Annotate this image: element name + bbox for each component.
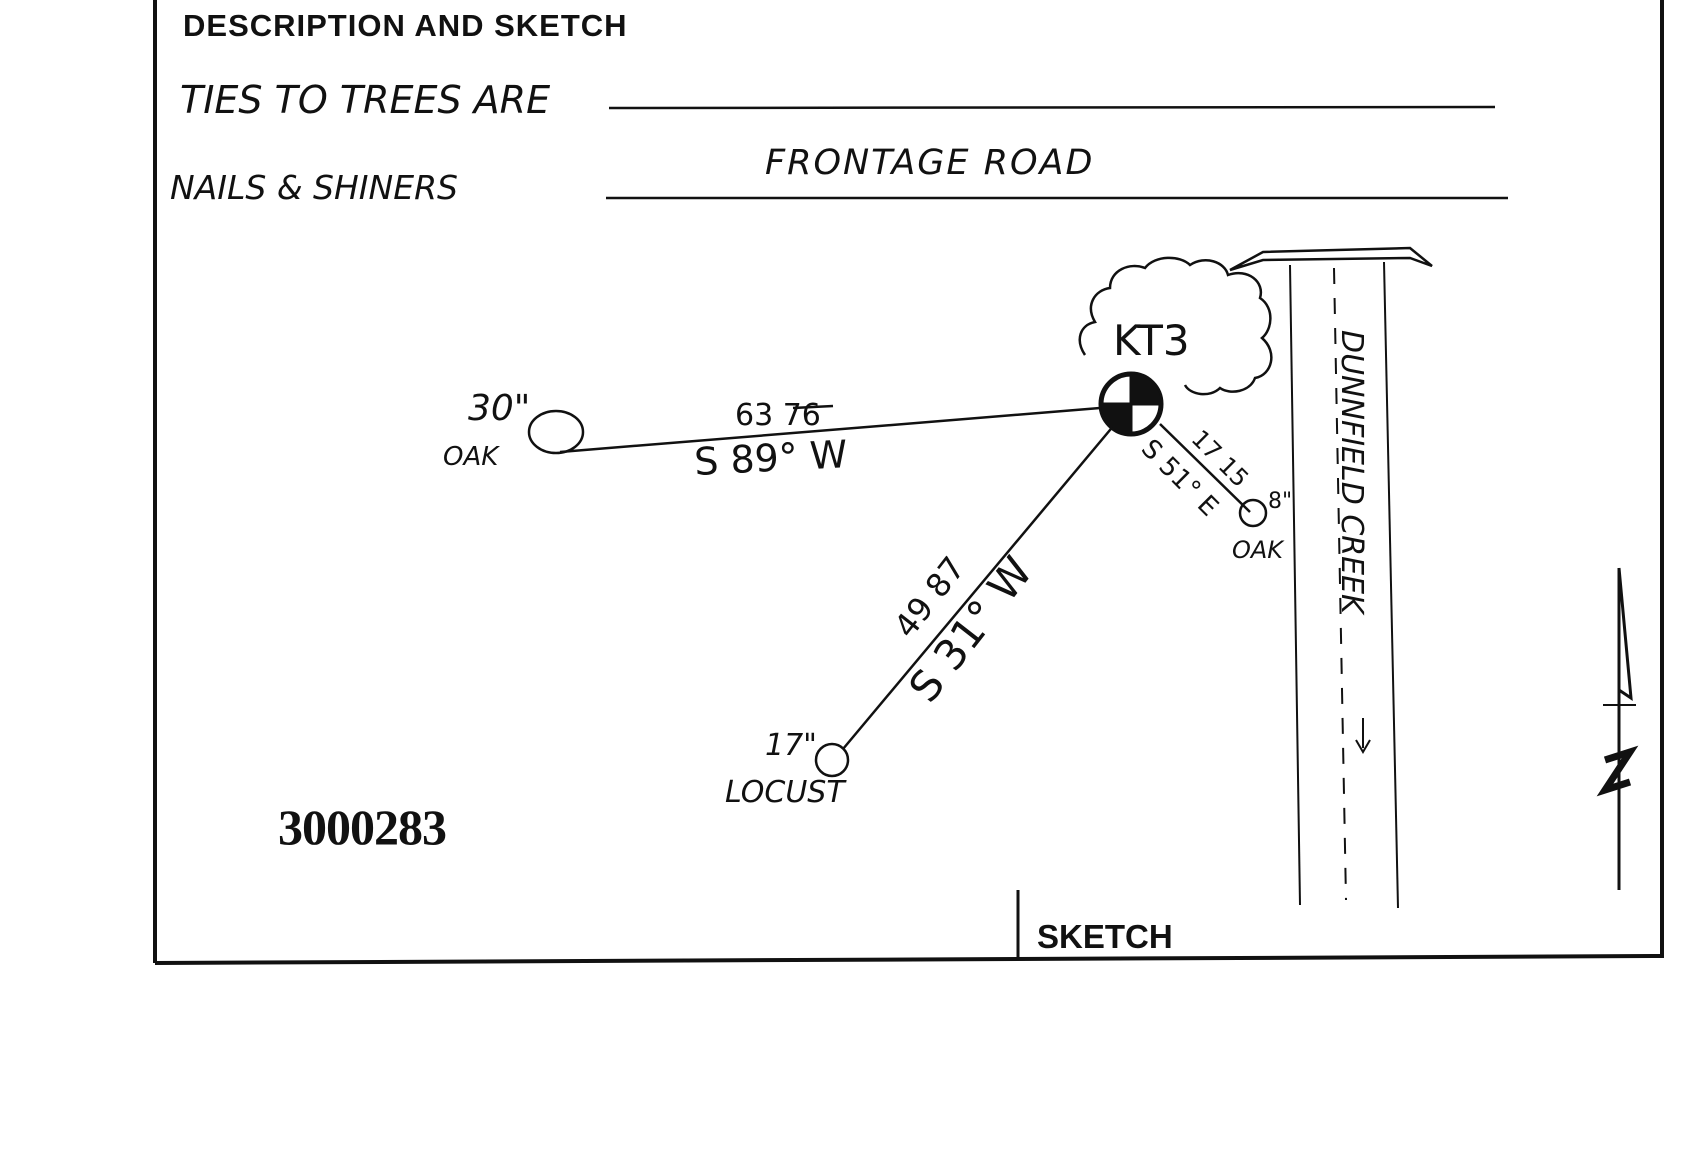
north-arrow-icon bbox=[1596, 567, 1639, 890]
fraction-bar-1 bbox=[792, 404, 834, 410]
tree-oak-west-marker bbox=[527, 409, 585, 455]
creek-bank-right bbox=[1383, 261, 1399, 909]
oak-west-size: 30" bbox=[468, 388, 530, 429]
form-border-bottom bbox=[154, 954, 1663, 965]
oak-east-size: 8" bbox=[1268, 489, 1292, 514]
sketch-section-label: SKETCH bbox=[1037, 918, 1173, 955]
road-name: FRONTAGE ROAD bbox=[765, 143, 1095, 183]
locust-type: LOCUST bbox=[725, 775, 847, 810]
oak-east-type: OAK bbox=[1232, 536, 1285, 564]
creek-bridge bbox=[1229, 246, 1433, 272]
nails-label: NAILS & SHINERS bbox=[170, 168, 458, 207]
ties-label: TIES TO TREES ARE bbox=[180, 78, 551, 122]
oak-west-bearing: S 89° W bbox=[693, 432, 848, 484]
station-label: KT3 bbox=[1113, 316, 1190, 365]
station-benchmark-icon bbox=[1098, 371, 1164, 437]
oak-west-type: OAK bbox=[443, 442, 500, 472]
tree-locust-marker bbox=[814, 742, 850, 778]
tree-oak-east-marker bbox=[1238, 498, 1268, 528]
tie-line-oak-west bbox=[559, 406, 1101, 454]
oak-west-distance: 63 76 bbox=[735, 398, 821, 433]
creek-bank-left bbox=[1289, 264, 1301, 906]
form-title: DESCRIPTION AND SKETCH bbox=[183, 8, 628, 43]
ties-underline bbox=[608, 105, 1496, 110]
bush-outline bbox=[1078, 256, 1273, 396]
locust-size: 17" bbox=[765, 728, 817, 763]
document-stamp-number: 3000283 bbox=[278, 799, 447, 855]
creek-name: DUNNFIELD CREEK bbox=[1334, 330, 1369, 616]
creek-centerline bbox=[1333, 267, 1347, 901]
tie-line-locust bbox=[842, 423, 1116, 750]
creek-arrowhead bbox=[1355, 739, 1371, 754]
tie-line-oak-east bbox=[1159, 423, 1251, 513]
